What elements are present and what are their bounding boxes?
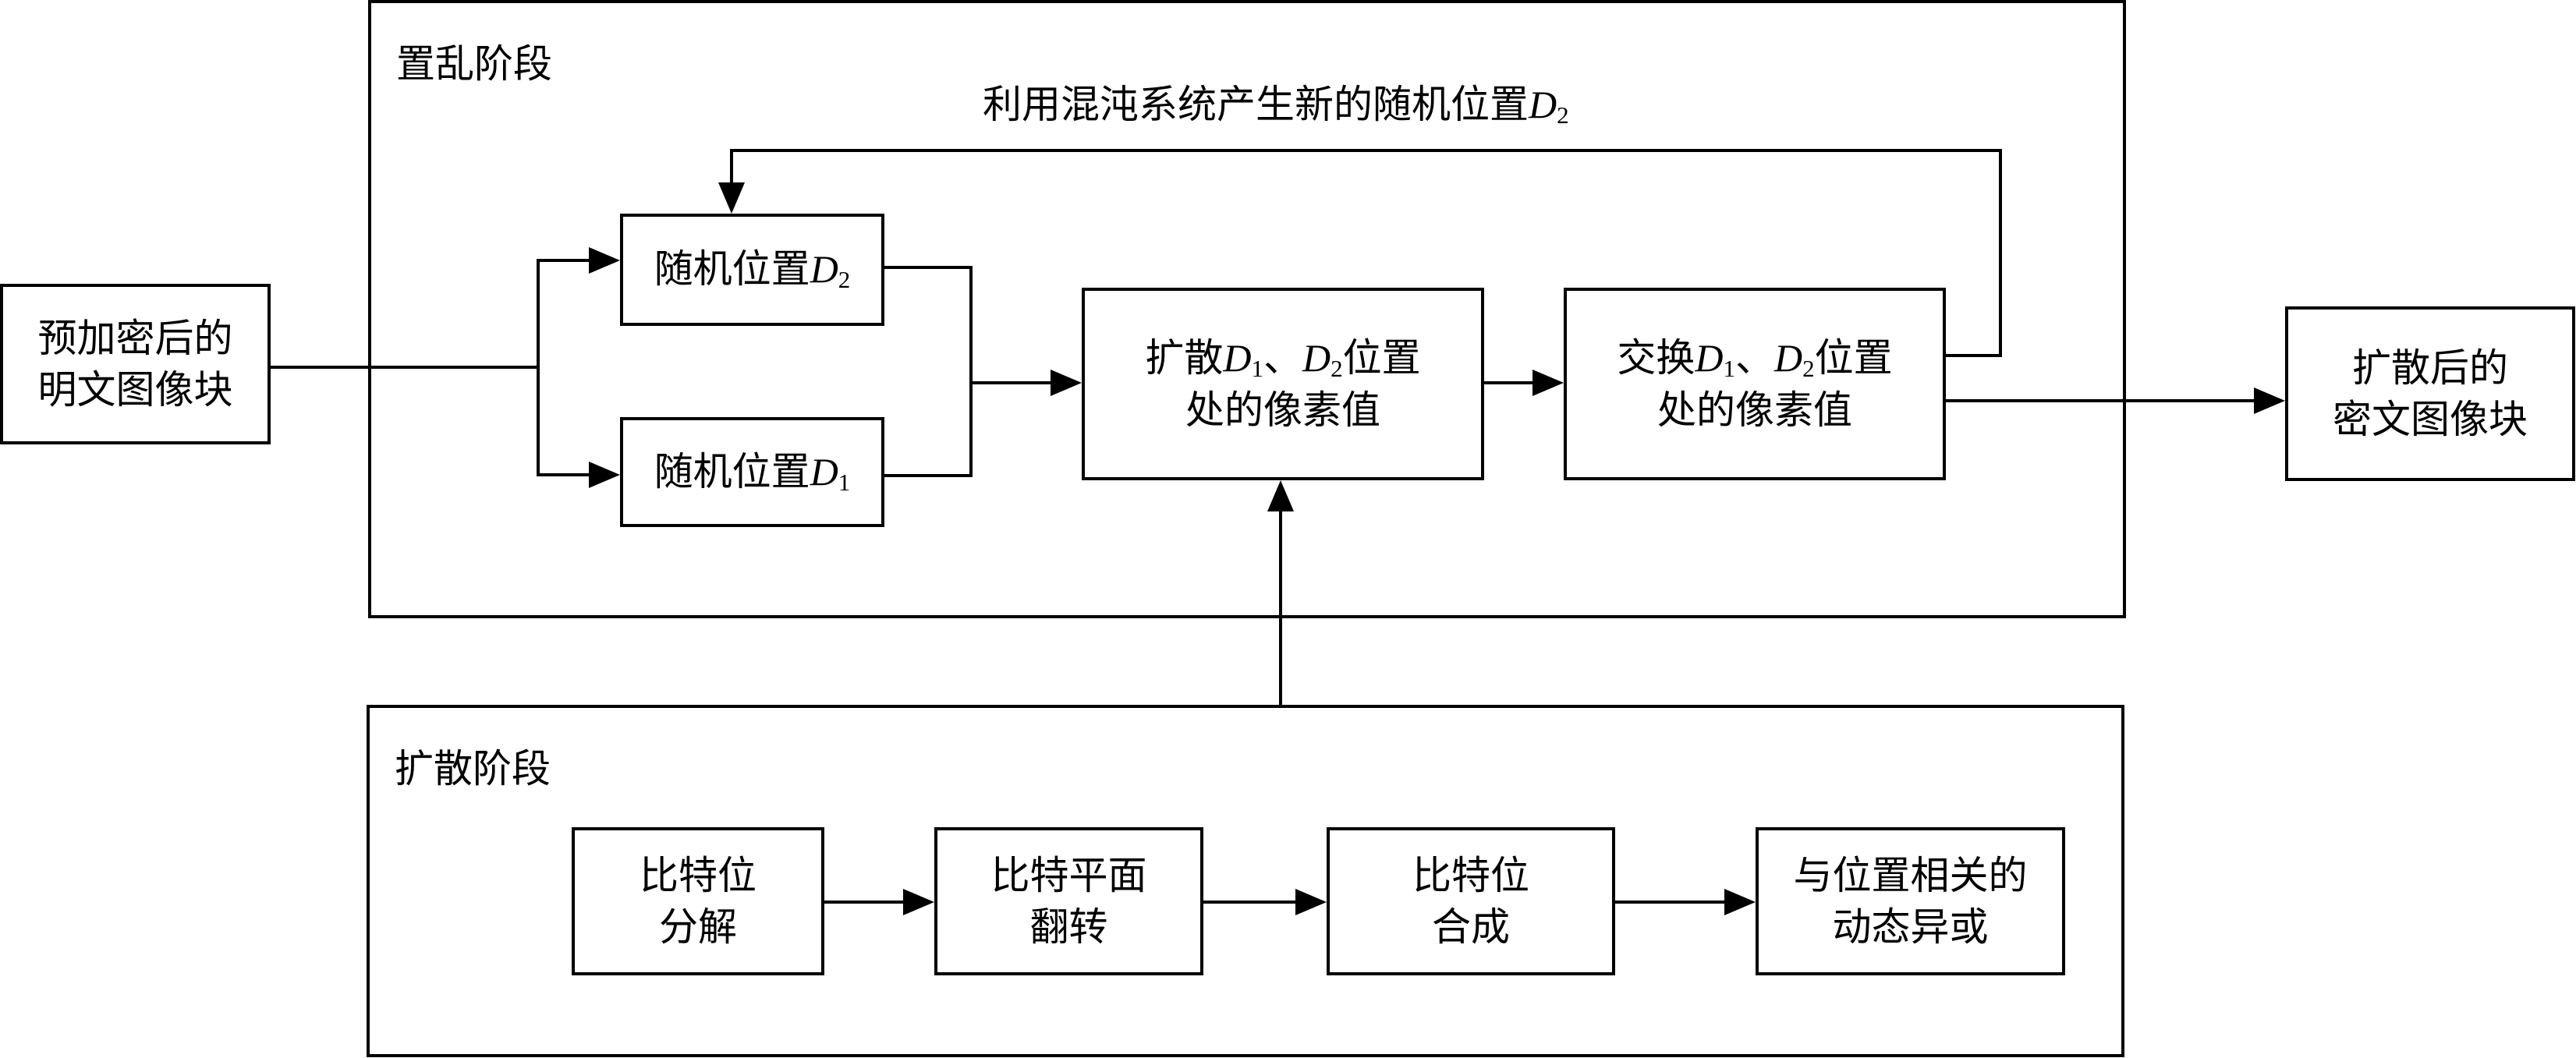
diffuse-stage-frame — [367, 705, 2124, 1057]
arrowhead-up — [1267, 480, 1294, 511]
random-position-d2: 随机位置D2 — [620, 214, 884, 326]
swap-positions-box: 交换D1、D2位置 处的像素值 — [1564, 288, 1946, 480]
diffuse-stage-title: 扩散阶段 — [395, 746, 551, 791]
scramble-stage-frame — [368, 0, 2126, 618]
arrowhead-flip — [903, 889, 934, 915]
arrowhead-swap — [1532, 370, 1564, 396]
position-xor-box: 与位置相关的 动态异或 — [1756, 827, 2065, 975]
bitplane-flip-box: 比特平面 翻转 — [934, 827, 1203, 975]
input-plain-block: 预加密后的 明文图像块 — [0, 284, 271, 444]
scramble-stage-title: 置乱阶段 — [396, 41, 552, 87]
arrowhead-d2 — [589, 247, 620, 274]
output-cipher-block: 扩散后的 密文图像块 — [2285, 306, 2575, 481]
random-position-d1: 随机位置D1 — [620, 417, 884, 527]
arrowhead-feedback — [718, 182, 745, 214]
diffuse-positions-box: 扩散D1、D2位置 处的像素值 — [1082, 288, 1484, 480]
arrowhead-d1 — [589, 462, 620, 488]
bit-compose-box: 比特位 合成 — [1327, 827, 1615, 975]
feedback-label: 利用混沌系统产生新的随机位置D2 — [983, 82, 1569, 129]
arrowhead-output — [2254, 387, 2285, 414]
d1-to-merge-line — [883, 381, 973, 477]
feedback-loop-line — [730, 149, 2002, 357]
arrowhead-diffuse — [1051, 370, 1082, 396]
arrowhead-xor — [1724, 889, 1756, 915]
bit-decompose-box: 比特位 分解 — [572, 827, 824, 975]
arrowhead-compose — [1295, 889, 1327, 915]
d2-to-merge-line — [883, 266, 973, 384]
